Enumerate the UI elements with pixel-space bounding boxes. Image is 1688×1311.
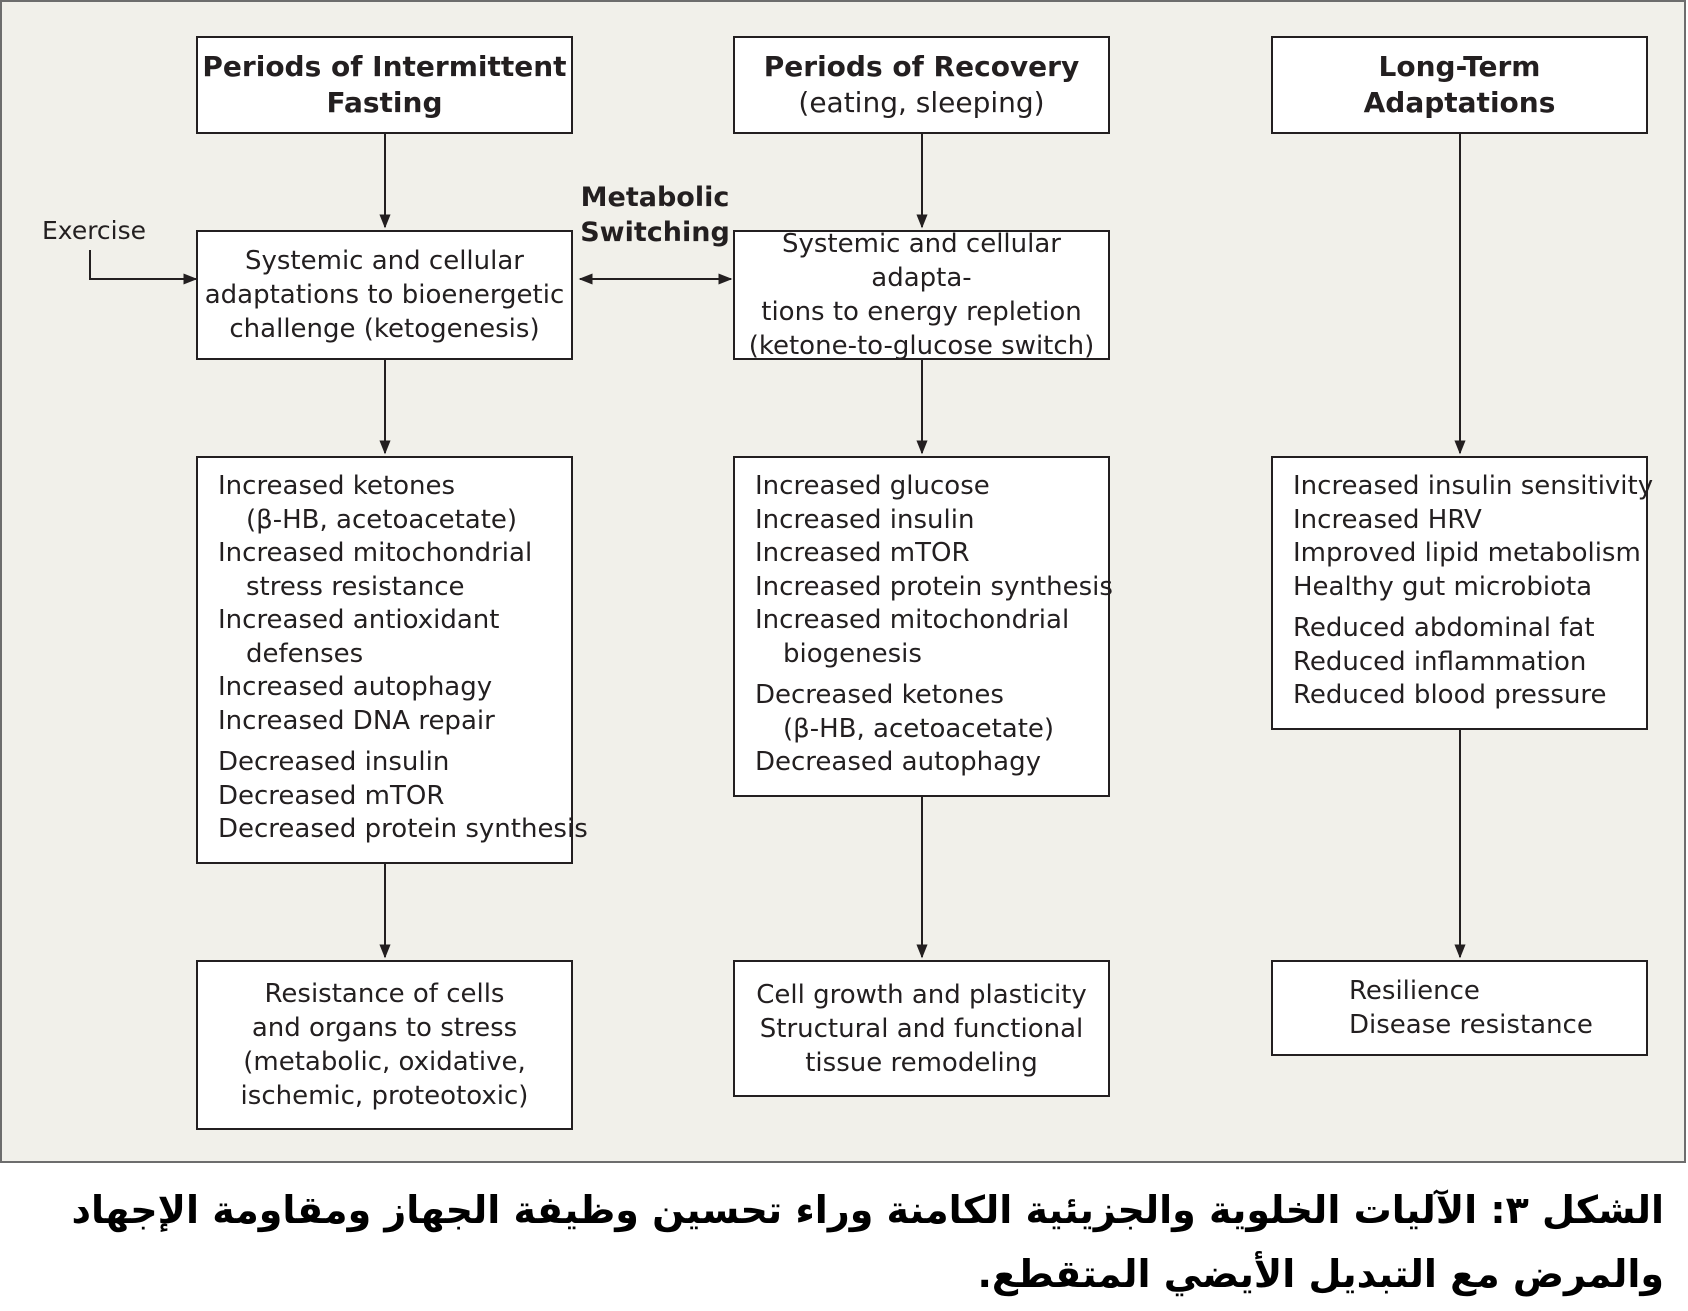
effect-item: (β-HB, acetoacetate) [246,504,518,535]
exercise-label: Exercise [42,216,147,245]
outcome-line: (metabolic, oxidative, [243,1047,526,1077]
header-line: Long-Term [1378,50,1541,83]
effect-item: Increased mitochondrial [755,605,1070,635]
header-line: Adaptations [1363,86,1556,119]
outcome-line: Resistance of cells [264,979,505,1009]
outcome-resilience: Resilience Disease resistance [1271,960,1648,1056]
outcome-line: Resilience [1349,976,1480,1006]
effect-item: Decreased mTOR [218,780,445,811]
effect-item: Decreased ketones [755,680,1004,710]
switching-line: Metabolic [580,182,730,213]
effect-item: Increased ketones [218,471,456,501]
outcome-stress-resistance: Resistance of cells and organs to stress… [196,960,573,1130]
adaptation-line: Systemic and cellular adapta- [782,229,1061,293]
effect-item: defenses [246,638,364,669]
effect-item: Healthy gut microbiota [1293,571,1593,602]
adaptation-line: adaptations to bioenergetic [204,280,565,310]
effect-item: Increased DNA repair [218,705,495,736]
header-recovery: Periods of Recovery (eating, sleeping) [733,36,1110,134]
effect-item: Increased protein synthesis [755,571,1113,602]
effect-item: stress resistance [246,571,465,602]
header-line: Periods of Intermittent [202,50,567,83]
header-intermittent-fasting: Periods of Intermittent Fasting [196,36,573,134]
effect-item: Increased insulin [755,504,975,535]
effect-item: Decreased protein synthesis [218,814,588,844]
effect-item: Increased antioxidant [218,605,500,635]
arrow-layer [89,134,1466,959]
outcome-line: Cell growth and plasticity [756,979,1087,1010]
effect-item: Increased HRV [1293,504,1482,535]
outcome-line: Structural and functional [759,1013,1084,1044]
effect-item: Reduced blood pressure [1293,680,1607,710]
effect-item: Decreased insulin [218,747,450,777]
effect-item: Improved lipid metabolism [1293,538,1641,568]
effect-item: Reduced inflammation [1293,646,1587,677]
header-line: Fasting [326,86,443,119]
effect-item: Reduced abdominal fat [1293,613,1595,643]
header-long-term: Long-Term Adaptations [1271,36,1648,134]
effect-item: Increased glucose [755,471,990,501]
effect-item: Increased mTOR [755,538,970,568]
outcome-line: Disease resistance [1349,1010,1593,1040]
figure-caption: الشكل ٣: الآليات الخلوية والجزيئية الكام… [71,1188,1664,1296]
outcome-line: ischemic, proteotoxic) [240,1081,529,1111]
effect-item: Increased mitochondrial [218,538,533,568]
outcome-line: tissue remodeling [805,1047,1038,1078]
adaptation-ketogenesis: Systemic and cellular adaptations to bio… [196,230,573,360]
adaptation-line: Systemic and cellular [245,246,524,276]
adaptation-line: tions to energy repletion [761,297,1082,327]
adaptation-energy-repletion: Systemic and cellular adapta- tions to e… [733,229,1110,361]
arrow-exercise [89,250,198,285]
diagram-panel: Periods of Intermittent Fasting Systemic… [0,0,1686,1163]
effect-item: Increased autophagy [218,672,493,702]
adaptation-line: (ketone-to-glucose switch) [748,331,1095,361]
effect-item: (β-HB, acetoacetate) [783,713,1055,744]
metabolic-switching-label: Metabolic Switching [580,180,730,250]
adaptation-line: challenge (ketogenesis) [229,314,540,344]
effect-item: Decreased autophagy [755,747,1041,777]
header-line: Periods of Recovery [763,50,1080,83]
outcome-cell-growth: Cell growth and plasticity Structural an… [733,960,1110,1097]
header-subline: (eating, sleeping) [798,86,1045,119]
effects-list-fasting: Increased ketones(β-HB, acetoacetate)Inc… [196,456,588,864]
switching-line: Switching [580,217,730,248]
effect-item: Increased insulin sensitivity [1293,471,1654,501]
effect-item: biogenesis [783,638,922,669]
outcome-line: and organs to stress [251,1013,518,1043]
